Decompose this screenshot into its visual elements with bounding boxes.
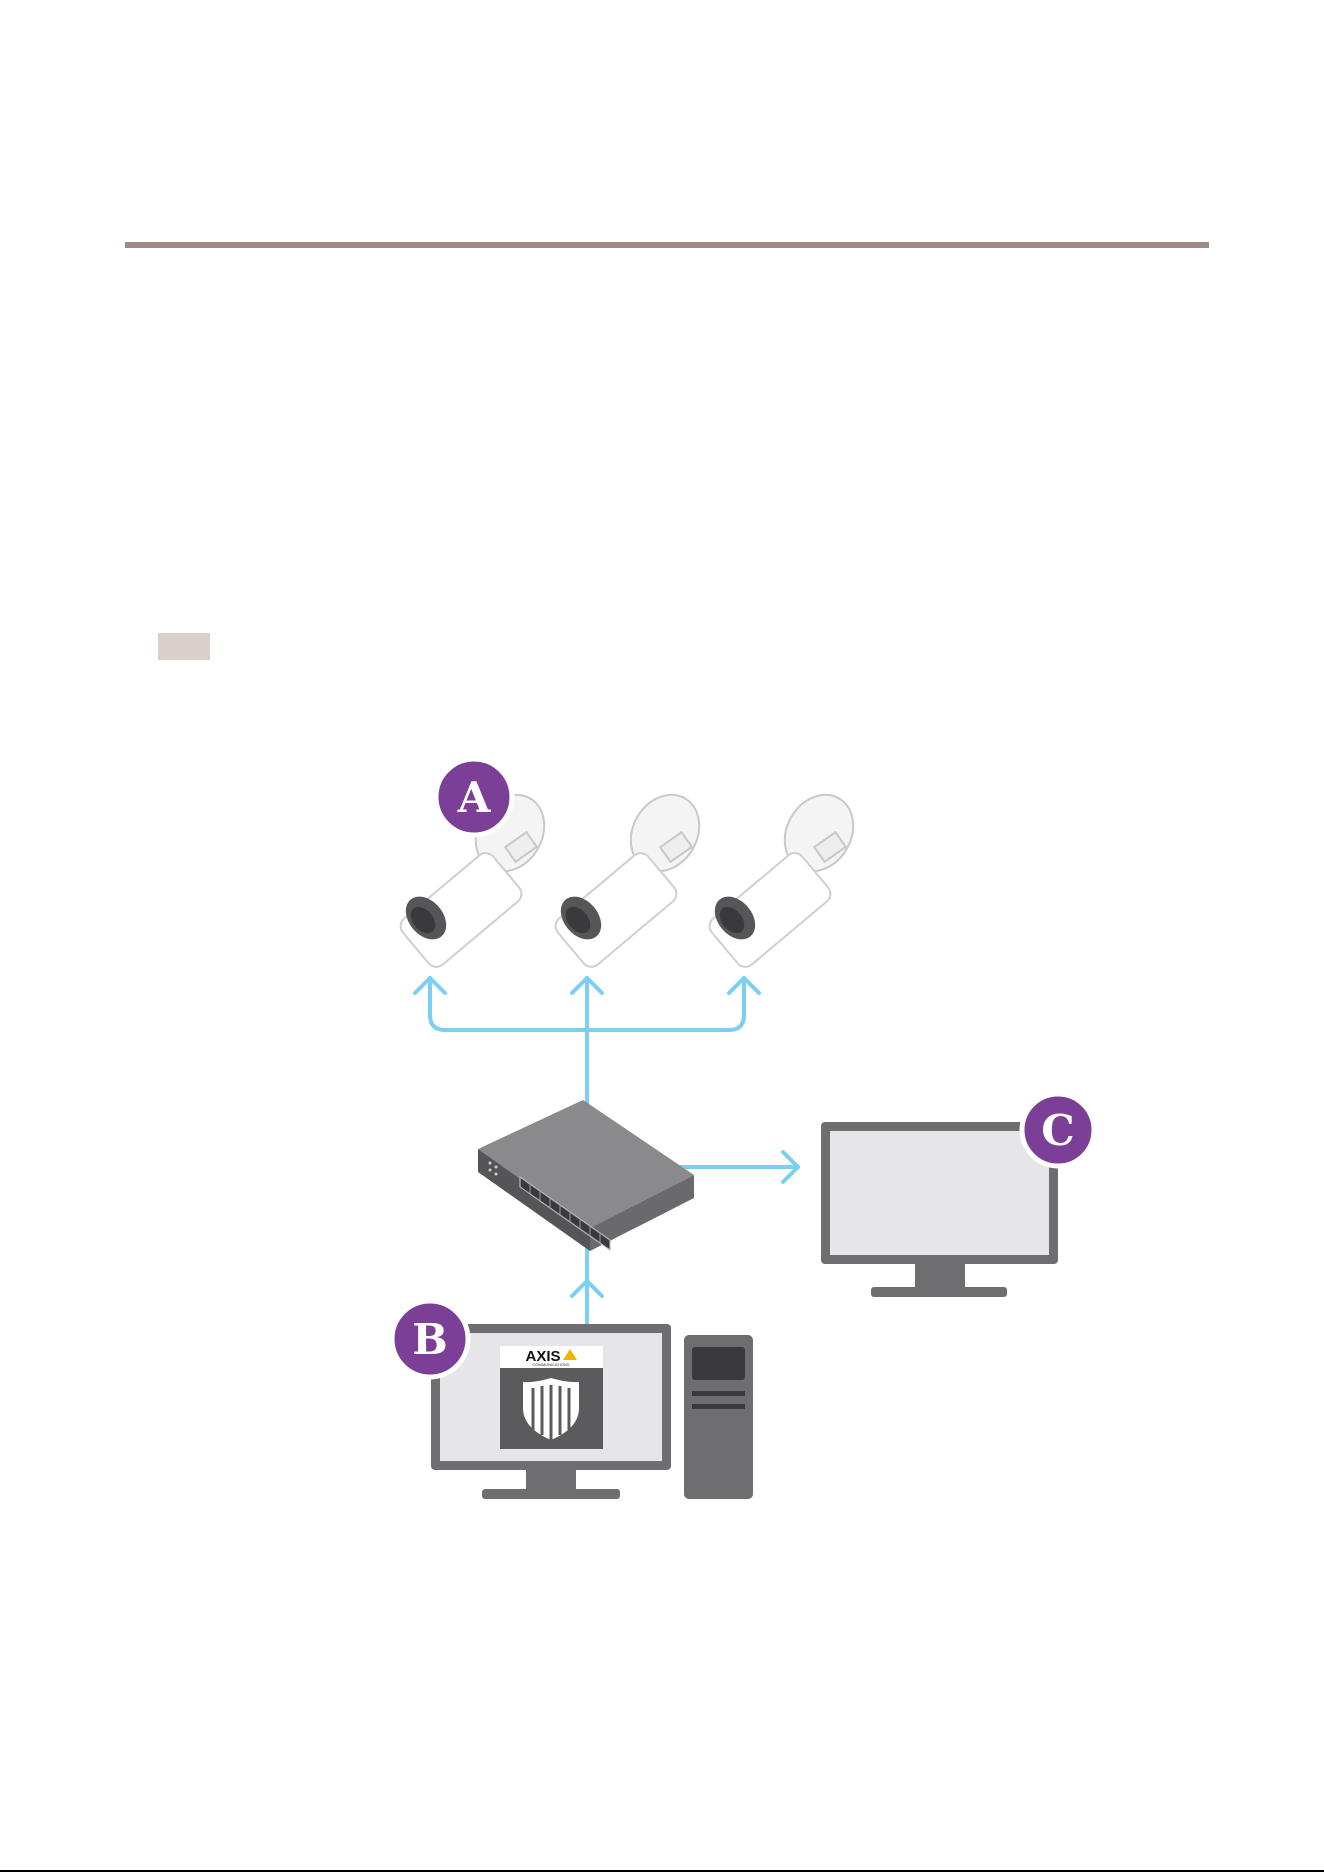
footer-rule (0, 1870, 1324, 1872)
svg-text:B: B (412, 1315, 448, 1364)
computer-tower-icon (684, 1335, 753, 1499)
camera-arrows (415, 978, 759, 1122)
app-tile: AXIS COMMUNICATIONS (500, 1346, 603, 1449)
svg-text:C: C (1041, 1106, 1074, 1155)
camera-icon-3 (706, 782, 867, 971)
network-switch-icon (478, 1100, 694, 1259)
badge-c: C (1022, 1094, 1094, 1166)
camera-icon-2 (552, 782, 713, 971)
badge-a: A (436, 759, 512, 835)
svg-text:A: A (457, 773, 492, 822)
computer-arrow (572, 1240, 602, 1325)
monitor-icon-c (821, 1122, 1058, 1297)
badge-b: B (392, 1301, 468, 1377)
axis-logo-sub: COMMUNICATIONS (532, 1362, 569, 1367)
